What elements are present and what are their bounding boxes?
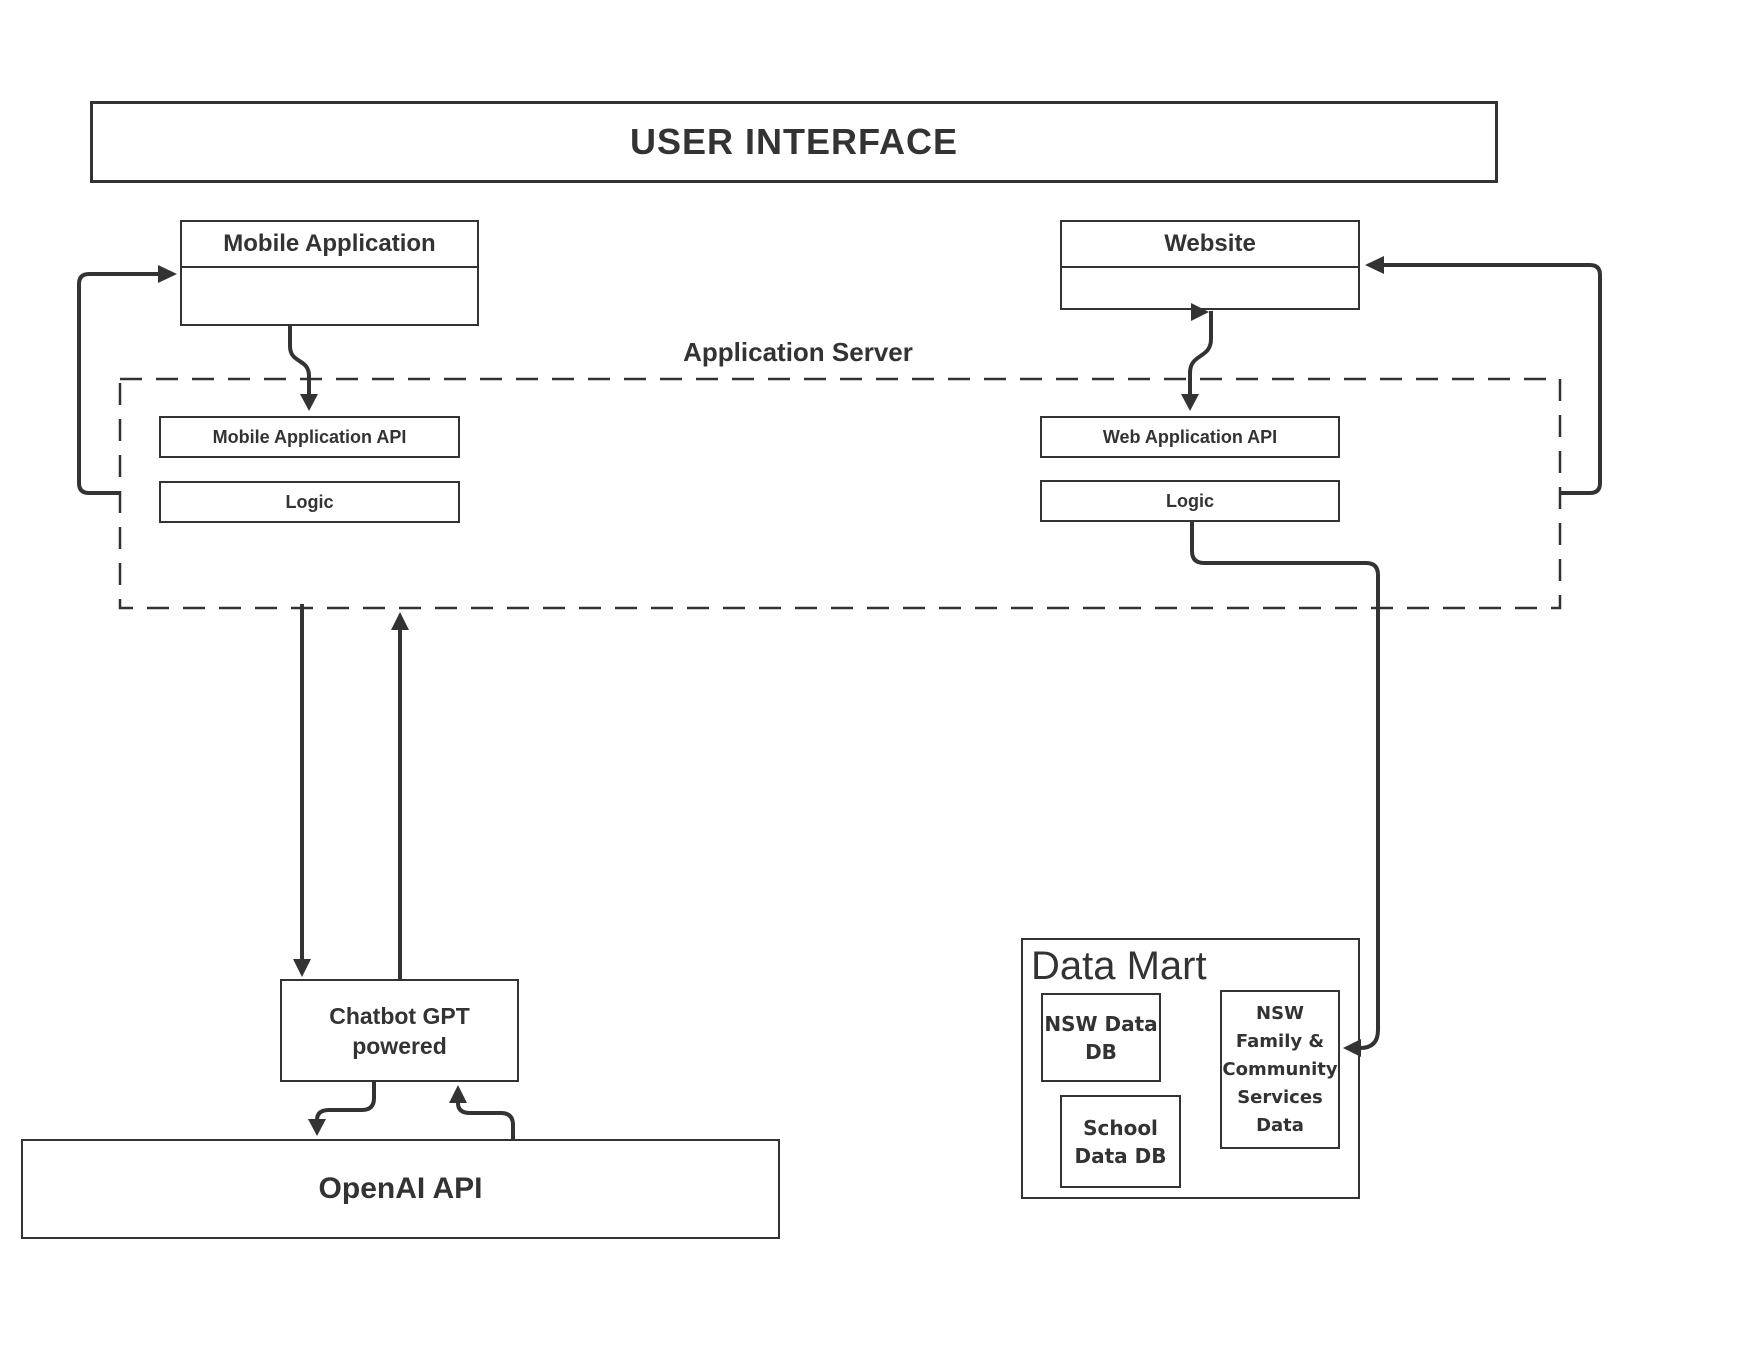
website-body xyxy=(1062,268,1358,308)
chatbot-label-line1: Chatbot GPT xyxy=(329,1002,470,1029)
nsw-data-db-box: NSW Data DB xyxy=(1041,993,1161,1082)
openai-api-box: OpenAI API xyxy=(21,1139,780,1239)
nsw-family-line4: Services xyxy=(1237,1086,1323,1108)
data-mart-label: Data Mart xyxy=(1031,944,1207,988)
school-data-db-box: School Data DB xyxy=(1060,1095,1181,1188)
user-interface-label: USER INTERFACE xyxy=(629,121,959,162)
nsw-family-line3: Community xyxy=(1222,1058,1338,1080)
nsw-family-line2: Family & xyxy=(1235,1030,1325,1052)
logic-right-box: Logic xyxy=(1040,480,1340,522)
edge-website-to-web-api xyxy=(1181,311,1213,411)
mobile-application-api-box: Mobile Application API xyxy=(159,416,460,458)
chatbot-gpt-box: Chatbot GPT powered xyxy=(280,979,519,1082)
edge-openai-to-chatbot xyxy=(449,1085,515,1139)
nsw-data-db-line2: DB xyxy=(1085,1039,1117,1064)
mobile-application-box: Mobile Application xyxy=(180,220,479,326)
application-server-label: Application Server xyxy=(683,337,913,367)
chatbot-label-line2: powered xyxy=(352,1032,447,1059)
logic-left-box: Logic xyxy=(159,481,460,523)
edge-logic-right-to-website xyxy=(1365,256,1602,495)
edge-mobile-app-to-mobile-api xyxy=(288,326,318,411)
edge-chatbot-to-openai xyxy=(308,1082,376,1136)
website-label: Website xyxy=(1062,222,1358,268)
school-db-line2: Data DB xyxy=(1074,1143,1167,1168)
nsw-family-line5: Data xyxy=(1256,1114,1304,1136)
edge-app-server-to-chatbot xyxy=(293,604,311,977)
user-interface-box: USER INTERFACE xyxy=(90,101,1498,183)
school-db-line1: School xyxy=(1083,1115,1158,1140)
mobile-application-label: Mobile Application xyxy=(182,222,477,268)
website-box: Website xyxy=(1060,220,1360,310)
web-application-api-box: Web Application API xyxy=(1040,416,1340,458)
nsw-family-line1: NSW xyxy=(1256,1002,1304,1024)
nsw-family-community-services-box: NSW Family & Community Services Data xyxy=(1220,990,1340,1149)
edge-chatbot-to-app-server xyxy=(391,612,409,979)
edge-logic-left-to-mobile-app xyxy=(77,265,177,495)
nsw-data-db-line1: NSW Data xyxy=(1044,1011,1158,1036)
mobile-application-body xyxy=(182,268,477,324)
